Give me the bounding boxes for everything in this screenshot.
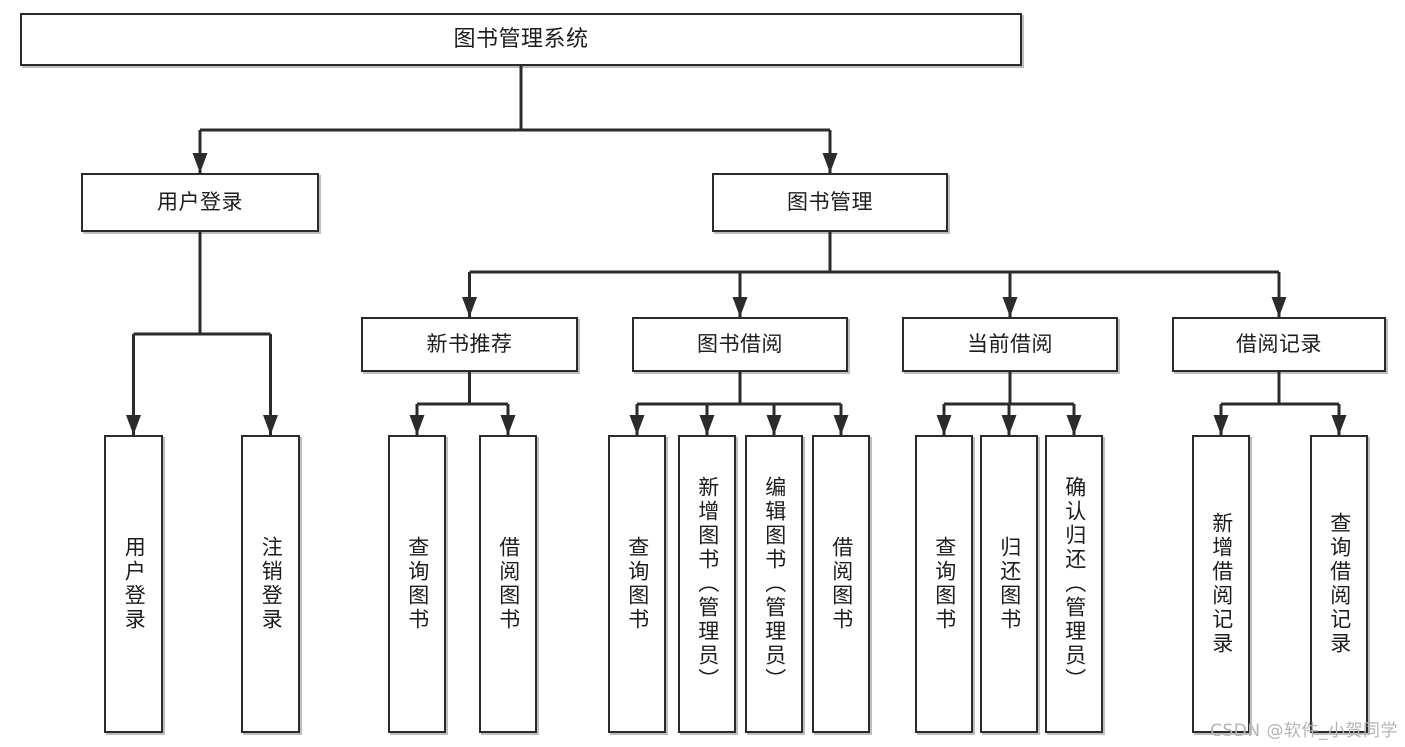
- node-label-l-bw-add: 新增图书（管理员）: [695, 476, 720, 692]
- node-l-login[interactable]: 用户登录: [104, 435, 163, 733]
- node-label-l-nb-query: 查询图书: [405, 536, 430, 632]
- node-label-l-cu-return: 归还图书: [997, 536, 1022, 632]
- node-l-bw-edit[interactable]: 编辑图书（管理员）: [745, 435, 803, 733]
- arrowhead-icon: [629, 415, 645, 435]
- arrowhead-icon: [1331, 415, 1347, 435]
- node-login[interactable]: 用户登录: [81, 173, 319, 232]
- node-label-login: 用户登录: [157, 190, 243, 215]
- node-label-l-logout: 注销登录: [259, 536, 284, 632]
- arrowhead-icon: [1271, 297, 1287, 317]
- node-current[interactable]: 当前借阅: [902, 317, 1118, 372]
- node-label-bookmgmt: 图书管理: [787, 190, 873, 215]
- node-l-bw-lend[interactable]: 借阅图书: [812, 435, 870, 733]
- node-label-l-rc-add: 新增借阅记录: [1209, 512, 1234, 656]
- node-label-borrow: 图书借阅: [697, 332, 783, 357]
- node-bookmgmt[interactable]: 图书管理: [712, 173, 948, 232]
- arrowhead-icon: [699, 415, 715, 435]
- node-root[interactable]: 图书管理系统: [20, 13, 1022, 66]
- node-newbook[interactable]: 新书推荐: [361, 317, 578, 372]
- arrowhead-icon: [263, 415, 278, 435]
- node-label-l-cu-query: 查询图书: [932, 536, 957, 632]
- arrowhead-icon: [1066, 415, 1082, 435]
- node-label-records: 借阅记录: [1236, 332, 1322, 357]
- node-label-l-bw-edit: 编辑图书（管理员）: [762, 476, 787, 692]
- node-label-newbook: 新书推荐: [426, 332, 513, 357]
- node-label-root: 图书管理系统: [453, 26, 589, 52]
- node-label-current: 当前借阅: [967, 332, 1053, 357]
- arrowhead-icon: [462, 297, 477, 317]
- node-l-rc-add[interactable]: 新增借阅记录: [1192, 435, 1250, 733]
- node-l-cu-conf[interactable]: 确认归还（管理员）: [1045, 435, 1103, 733]
- node-label-l-rc-query: 查询借阅记录: [1327, 512, 1352, 656]
- node-records[interactable]: 借阅记录: [1172, 317, 1386, 372]
- node-l-bw-add[interactable]: 新增图书（管理员）: [678, 435, 736, 733]
- arrowhead-icon: [822, 153, 838, 173]
- node-label-l-cu-conf: 确认归还（管理员）: [1062, 476, 1087, 692]
- arrowhead-icon: [126, 415, 141, 435]
- arrowhead-icon: [192, 153, 208, 173]
- arrowhead-icon: [1001, 415, 1017, 435]
- node-label-l-bw-lend: 借阅图书: [829, 536, 854, 632]
- node-borrow[interactable]: 图书借阅: [632, 317, 848, 372]
- arrowhead-icon: [500, 415, 516, 435]
- node-label-l-nb-borrow: 借阅图书: [496, 536, 521, 632]
- node-l-cu-query[interactable]: 查询图书: [915, 435, 973, 733]
- node-l-nb-query[interactable]: 查询图书: [388, 435, 446, 733]
- node-l-nb-borrow[interactable]: 借阅图书: [479, 435, 537, 733]
- arrowhead-icon: [833, 415, 849, 435]
- arrowhead-icon: [766, 415, 782, 435]
- node-label-l-bw-query: 查询图书: [625, 536, 650, 632]
- arrowhead-icon: [1002, 297, 1018, 317]
- arrowhead-icon: [409, 415, 425, 435]
- arrowhead-icon: [936, 415, 952, 435]
- node-l-cu-return[interactable]: 归还图书: [980, 435, 1038, 733]
- node-l-rc-query[interactable]: 查询借阅记录: [1310, 435, 1368, 733]
- node-l-bw-query[interactable]: 查询图书: [608, 435, 666, 733]
- node-label-l-login: 用户登录: [122, 536, 147, 632]
- node-l-logout[interactable]: 注销登录: [241, 435, 300, 733]
- arrowhead-icon: [1213, 415, 1229, 435]
- arrowhead-icon: [732, 297, 748, 317]
